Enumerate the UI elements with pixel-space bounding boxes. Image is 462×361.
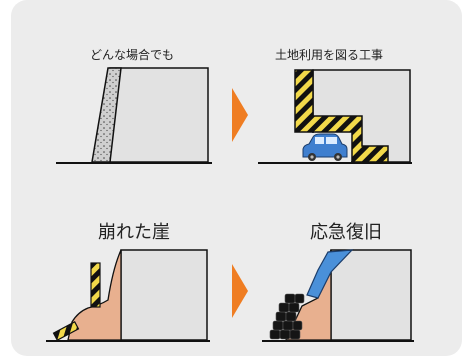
scene-collapsed-cliff	[46, 249, 210, 342]
car-icon	[302, 133, 348, 161]
caption-emergency-restoration: 応急復旧	[310, 222, 382, 243]
cliff-block	[330, 249, 412, 341]
cliff-block	[120, 249, 208, 341]
cliff-block	[109, 67, 209, 163]
broken-wall-lower	[52, 321, 80, 341]
l-shaped-wall	[294, 69, 389, 163]
scene-any-case	[56, 67, 212, 164]
caption-collapsed-cliff: 崩れた崖	[98, 222, 170, 243]
right-arrow-icon	[232, 88, 248, 142]
broken-wall-upper	[90, 262, 101, 308]
right-arrow-icon	[232, 264, 248, 318]
blue-sheet-cover	[306, 249, 354, 299]
scene-land-use	[258, 69, 412, 164]
caption-land-use-construction: 土地利用を図る工事	[275, 48, 384, 62]
scene-emergency-restoration	[262, 249, 414, 342]
sandbag-stack	[269, 293, 305, 340]
caption-any-case: どんな場合でも	[90, 48, 175, 62]
